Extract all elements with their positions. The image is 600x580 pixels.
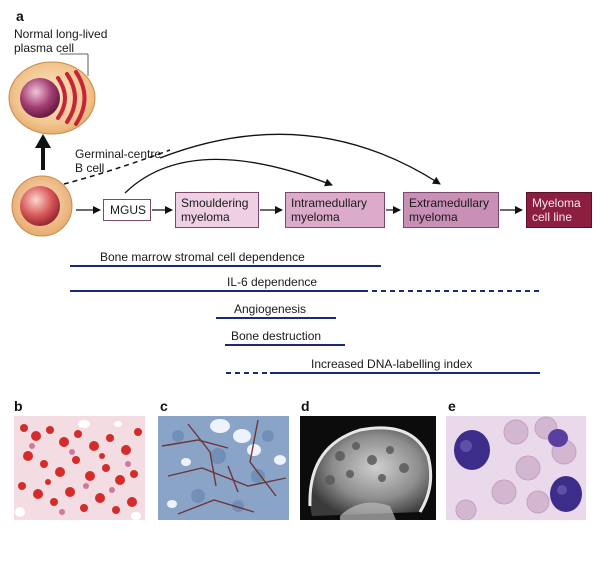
bar-label-angiogenesis: Angiogenesis (234, 302, 307, 316)
b-cell-label-line-2: B cell (75, 161, 105, 175)
stage-intramedullary-line-2: myeloma (291, 210, 340, 224)
panel-letter-b: b (14, 398, 23, 414)
plasma-cell-label-line-2: plasma cell (14, 41, 75, 55)
plasma-cell-label: Normal long-lived plasma cell (14, 27, 107, 55)
b-cell (11, 175, 73, 237)
differentiation-arrow (35, 134, 51, 170)
bar-label-dna-labelling: Increased DNA-labelling index (311, 357, 473, 371)
stage-smouldering: Smouldering myeloma (175, 192, 259, 228)
myeloma-cell-smear-image (446, 416, 586, 520)
progression-diagram (8, 53, 540, 374)
stage-extramedullary: Extramedullary myeloma (403, 192, 499, 228)
bar-label-il6-dependence: IL-6 dependence (227, 275, 318, 289)
b-cell-label-line-1: Germinal-centre (75, 147, 162, 161)
stage-cell-line: Myeloma cell line (526, 192, 592, 228)
stage-mgus: MGUS (103, 199, 151, 221)
panel-letter-d: d (301, 398, 310, 414)
stage-extramedullary-line-1: Extramedullary (409, 196, 490, 210)
stage-mgus-line-1: MGUS (110, 203, 146, 217)
stage-cell-line-line-2: cell line (532, 210, 573, 224)
plasma-cell (8, 53, 96, 135)
stage-intramedullary: Intramedullary myeloma (285, 192, 385, 228)
plasma-cell-nucleus (20, 78, 60, 118)
panel-letter-e: e (448, 398, 456, 414)
plasma-cell-label-line-1: Normal long-lived (14, 27, 108, 41)
stage-extramedullary-line-2: myeloma (409, 210, 458, 224)
panel-letter-a: a (16, 8, 24, 24)
b-cell-nucleus (20, 186, 60, 226)
bar-label-bone-destruction: Bone destruction (231, 329, 322, 343)
myeloma-cell (454, 429, 582, 512)
stage-smouldering-line-2: myeloma (181, 210, 230, 224)
skull-radiograph-image (300, 416, 436, 520)
stage-smouldering-line-1: Smouldering (181, 196, 249, 210)
stage-intramedullary-line-1: Intramedullary (291, 196, 368, 210)
angiogenesis-stain-image (158, 416, 289, 520)
stage-cell-line-line-1: Myeloma (532, 196, 581, 210)
b-cell-label: Germinal-centre B cell (75, 147, 161, 175)
panel-letter-c: c (160, 398, 168, 414)
bar-label-stromal-dependence: Bone marrow stromal cell dependence (100, 250, 305, 264)
bone-marrow-histology-image (14, 416, 145, 520)
